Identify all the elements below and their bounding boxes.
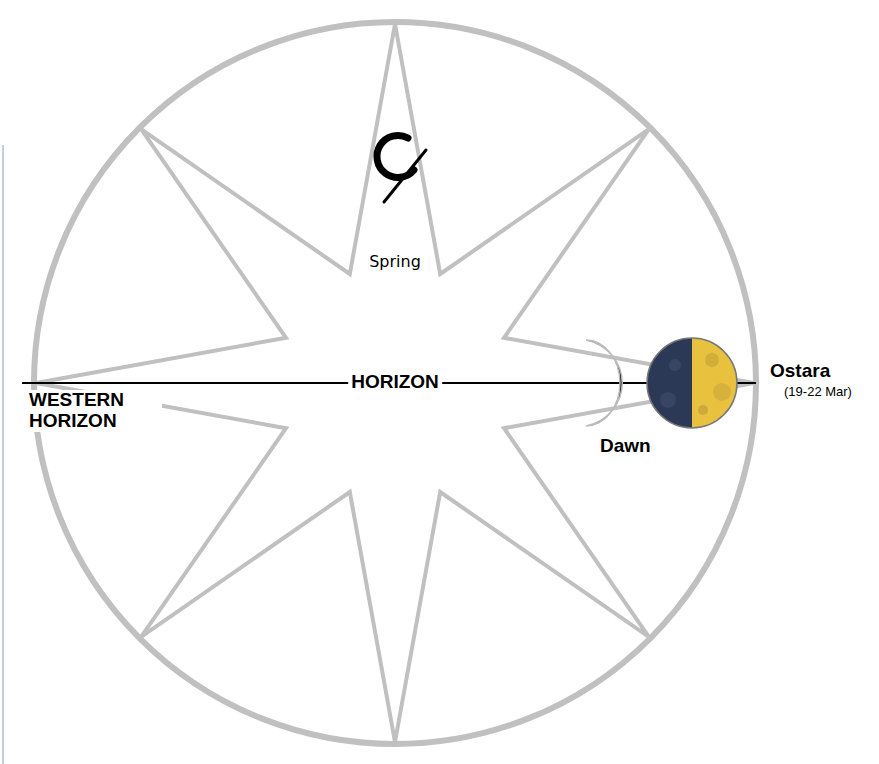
time-label: Dawn (600, 436, 651, 457)
horizon-label: WESTERN HORIZON (26, 390, 162, 432)
half-moon (647, 338, 737, 428)
date-range: (19-22 Mar) (784, 385, 852, 399)
season-label: Spring (369, 253, 421, 271)
horizon-label: HORIZON (348, 372, 442, 393)
margin-line (3, 145, 4, 764)
festival-name: Ostara (767, 361, 833, 382)
dark-crescent (586, 340, 622, 426)
spring-symbol (377, 135, 426, 202)
